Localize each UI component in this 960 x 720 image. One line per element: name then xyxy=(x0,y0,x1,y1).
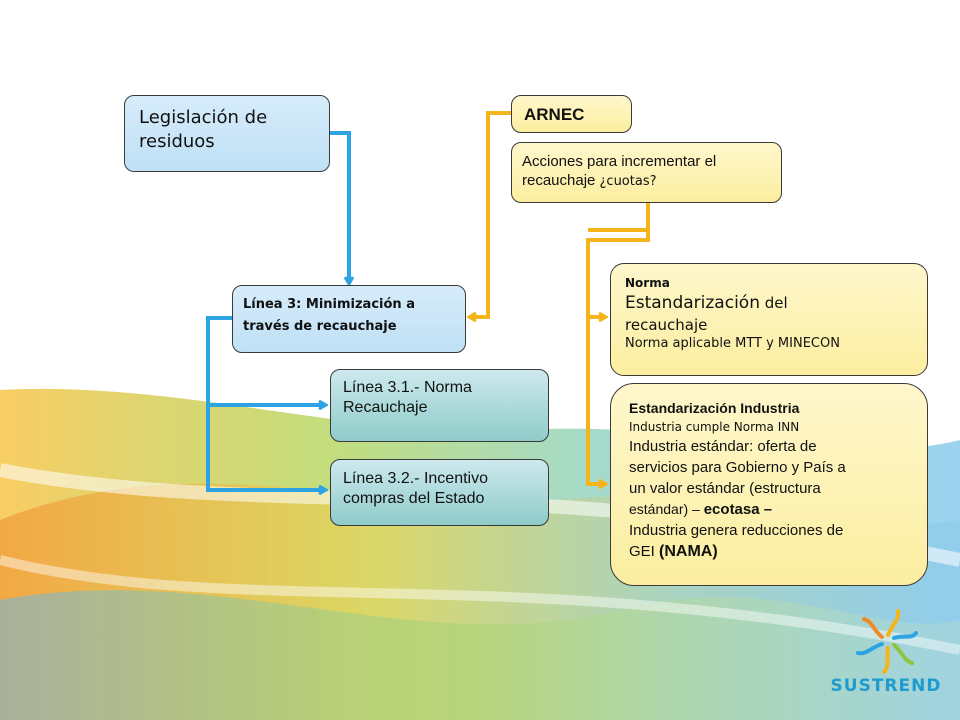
norma-del: del xyxy=(759,294,788,312)
acciones-cuotas: ¿cuotas? xyxy=(595,174,657,189)
industria-line4: servicios para Gobierno y País a xyxy=(629,459,846,476)
industria-ecotasa: ecotasa – xyxy=(703,501,773,518)
sustrend-logo: SUSTREND xyxy=(826,606,946,696)
box-acciones: Acciones para incrementar el recauchaje … xyxy=(511,142,782,203)
linea32-line2: compras del Estado xyxy=(343,490,485,507)
acciones-recauchaje: recauchaje xyxy=(522,172,596,189)
box-linea31: Línea 3.1.- Norma Recauchaje xyxy=(330,369,549,442)
norma-heading: Norma xyxy=(625,276,670,290)
industria-estandar: estándar) – xyxy=(629,501,704,517)
norma-line4: Norma aplicable MTT y MINECON xyxy=(625,336,840,351)
industria-gei: GEI xyxy=(629,543,660,560)
box-linea3: Línea 3: Minimización a través de recauc… xyxy=(232,285,466,353)
norma-estandarizacion: Estandarización xyxy=(625,293,760,313)
industria-line5: un valor estándar (estructura xyxy=(629,480,821,497)
acciones-line2: recauchaje ¿cuotas? xyxy=(522,171,771,192)
industria-line6: estándar) – ecotasa – xyxy=(629,499,913,520)
acciones-line1: Acciones para incrementar el xyxy=(522,153,717,170)
box-norma: Norma Estandarización del recauchaje Nor… xyxy=(610,263,928,376)
linea3-line1: Línea 3: Minimización a xyxy=(243,297,415,312)
box-linea32: Línea 3.2.- Incentivo compras del Estado xyxy=(330,459,549,526)
linea32-line1: Línea 3.2.- Incentivo xyxy=(343,470,488,487)
box-legislacion: Legislación de residuos xyxy=(124,95,330,172)
industria-line3: Industria estándar: oferta de xyxy=(629,438,817,455)
sustrend-logo-icon xyxy=(856,609,918,674)
linea3-line2: través de recauchaje xyxy=(243,319,397,334)
industria-line7: Industria genera reducciones de xyxy=(629,522,844,539)
industria-heading: Estandarización Industria xyxy=(629,400,800,416)
arnec-text: ARNEC xyxy=(524,105,585,124)
legislacion-text: Legislación de residuos xyxy=(139,107,268,152)
linea31-line1: Línea 3.1.- Norma xyxy=(343,379,472,396)
norma-line3: recauchaje xyxy=(625,316,708,334)
box-industria: Estandarización Industria Industria cump… xyxy=(610,383,928,586)
industria-line2: Industria cumple Norma INN xyxy=(629,420,800,434)
connector-acciones-2 xyxy=(588,228,650,240)
industria-line8: GEI (NAMA) xyxy=(629,541,913,562)
norma-line2: Estandarización del xyxy=(625,292,913,315)
linea31-line2: Recauchaje xyxy=(343,399,428,416)
industria-nama: (NAMA) xyxy=(659,543,718,560)
connector-legislacion-linea3 xyxy=(330,131,349,283)
connector-acciones xyxy=(586,203,650,484)
sustrend-logo-text: SUSTREND xyxy=(830,676,942,696)
box-arnec: ARNEC xyxy=(511,95,632,133)
connector-arnec-linea3 xyxy=(470,111,512,317)
